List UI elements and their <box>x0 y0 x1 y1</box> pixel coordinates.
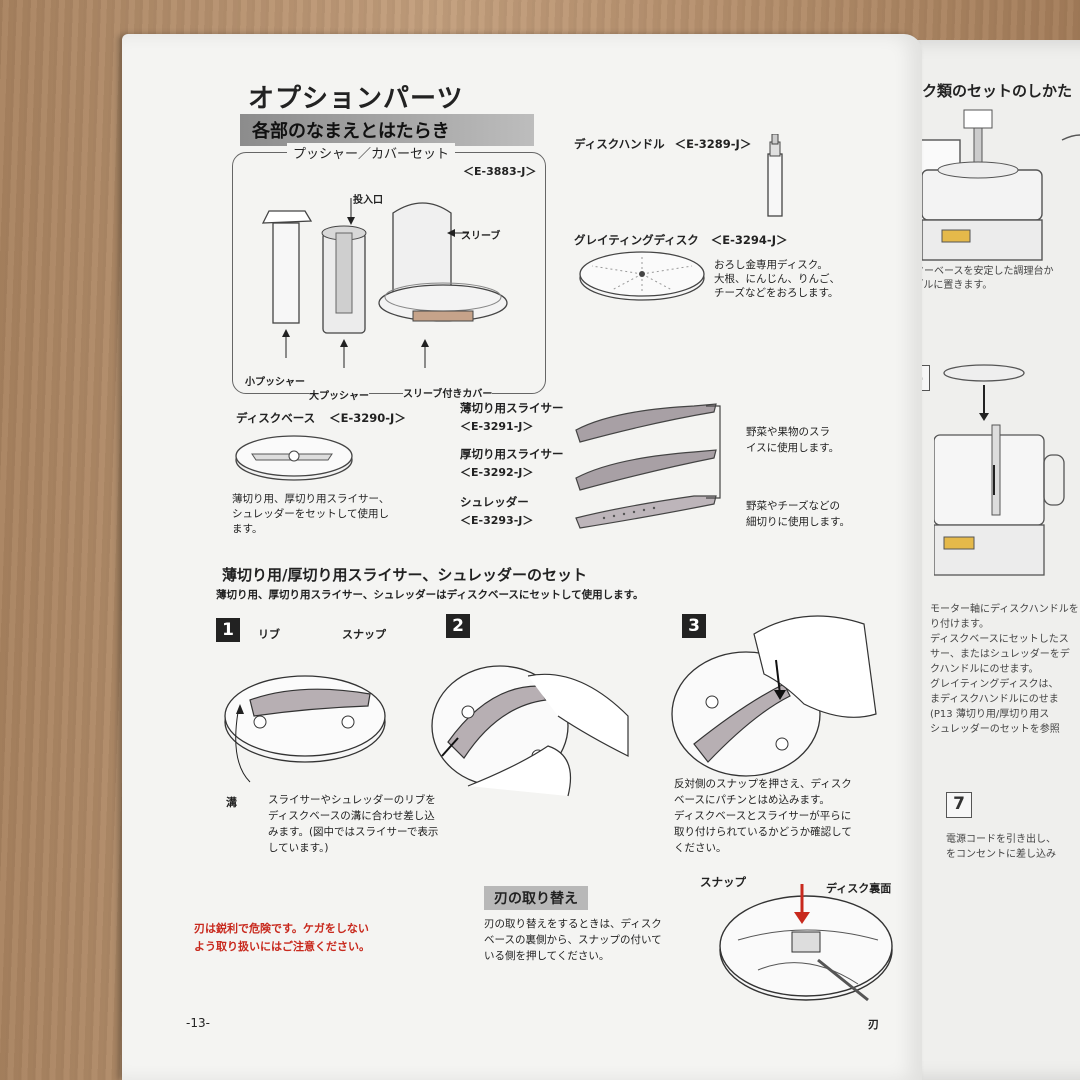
slicer-use-line: イスに使用します。 <box>746 442 840 454</box>
step-1-text-line: みます。(図中ではスライサーで表示 <box>268 826 439 838</box>
grating-disk-desc-line: おろし金専用ディスク。 <box>714 259 828 271</box>
page-number: -13- <box>186 1016 210 1030</box>
step-1-text-line: モーターベースを安定した調理台か <box>894 266 1054 277</box>
grating-disk-desc-line: チーズなどをおろします。 <box>714 287 839 299</box>
step-1-text: スライサーやシュレッダーのリブを ディスクベースの溝に合わせ差し込 みます。(図… <box>268 792 438 856</box>
pusher-box-code: ＜E-3883-J＞ <box>463 165 537 178</box>
blade-change-text-line: いる側を押してください。 <box>484 950 610 962</box>
step-1-text-line: しています。) <box>268 842 329 854</box>
disk-base-desc-line: 薄切り用、厚切り用スライサー、 <box>232 493 390 505</box>
step-7-number: 7 <box>946 792 972 818</box>
step-3-illustration <box>671 615 877 777</box>
step-2-number: 2 <box>446 614 470 638</box>
step-3-text-line: ディスクベースとスライサーが平らに <box>674 810 852 822</box>
sleeve-label: スリーブ <box>461 231 501 242</box>
step-3-number: 3 <box>682 614 706 638</box>
disk-handle-name: ディスクハンドル <box>574 137 665 151</box>
disk-base-name: ディスクベース <box>236 411 316 425</box>
large-pusher-label: 大プッシャー <box>309 387 369 402</box>
step-4-text-line: モーター軸にディスクハンドルを <box>930 604 1079 615</box>
blade-label: 刃 <box>868 1018 879 1031</box>
subtitle-banner: 各部のなまえとはたらき <box>240 114 534 146</box>
slicer-use-line: 野菜や果物のスラ <box>746 426 830 438</box>
disk-base-desc: 薄切り用、厚切り用スライサー、 シュレッダーをセットして使用し ます。 <box>232 492 389 537</box>
disk-base-illustration <box>235 435 353 481</box>
step-3-text-line: 反対側のスナップを押さえ、ディスク <box>674 778 852 790</box>
grating-disk-desc: おろし金専用ディスク。 大根、にんじん、りんご、 チーズなどをおろします。 <box>714 258 840 300</box>
blade-change-heading: 刃の取り替え <box>484 886 588 910</box>
disk-back-label: ディスク裏面 <box>826 882 892 895</box>
groove-label: 溝 <box>226 796 237 809</box>
warning-line: よう取り扱いにはご注意ください。 <box>194 940 370 953</box>
step-4-text-line: クハンドルにのせます。 <box>930 664 1039 675</box>
grating-disk-illustration <box>579 251 705 301</box>
grating-disk-code: ＜E-3294-J＞ <box>710 233 788 247</box>
section-subtitle: 薄切り用、厚切り用スライサー、シュレッダーはディスクベースにセットして使用します… <box>216 589 644 601</box>
page-title: オプションパーツ <box>248 84 464 114</box>
shredder-use-line: 細切りに使用します。 <box>746 516 850 528</box>
slicer-use-text: 野菜や果物のスラ イスに使用します。 <box>746 424 839 456</box>
sleeve-cover-label: スリーブ付きカバー <box>403 385 493 400</box>
disk-handle-illustration <box>767 134 783 217</box>
inlet-label: 投入口 <box>353 195 383 206</box>
step-1-text-line: スライサーやシュレッダーのリブを <box>268 794 436 806</box>
step-1-text-line: テーブルに置きます。 <box>894 280 993 291</box>
step-4-text-line: ディスクベースにセットしたス <box>930 634 1069 645</box>
step-3-text-line: 取り付けられているかどうか確認して <box>674 826 852 838</box>
blade-change-text: 刃の取り替えをするときは、ディスク ベースの裏側から、スナップの付いて いる側を… <box>484 916 662 964</box>
right-page-title: ディスク類のセットのしかた <box>878 82 1072 100</box>
step-7-text-line: 電源コードを引き出し、 <box>946 834 1056 845</box>
shredder-use-text: 野菜やチーズなどの 細切りに使用します。 <box>746 498 850 530</box>
step-1-text: モーターベースを安定した調理台か テーブルに置きます。 <box>894 265 1054 293</box>
step-4-text-line: り付けます。 <box>930 619 989 630</box>
snap-label-2: スナップ <box>700 875 746 889</box>
disk-base-desc-line: ます。 <box>232 523 263 535</box>
thin-slicer-code: ＜E-3291-J＞ <box>460 420 534 433</box>
pusher-cover-set-box: プッシャー／カバーセット ＜E-3883-J＞ 投入口 スリーブ <box>232 143 546 402</box>
slicers-illustration <box>575 403 717 529</box>
step-1-illustration <box>224 675 386 783</box>
shredder-code: ＜E-3293-J＞ <box>460 514 534 527</box>
pusher-box-title: プッシャー／カバーセット <box>287 143 456 162</box>
step-7-text-line: をコンセントに差し込み <box>946 849 1056 860</box>
step-4-text-line: まディスクハンドルにのせま <box>930 694 1059 705</box>
warning-text: 刃は鋭利で危険です。ケガをしない よう取り扱いにはご注意ください。 <box>194 920 370 956</box>
step-1-text-line: ディスクベースの溝に合わせ差し込 <box>268 810 435 822</box>
step-2-illustration <box>431 665 629 797</box>
disk-base-code: ＜E-3290-J＞ <box>329 411 406 425</box>
disk-back-illustration <box>719 884 893 1002</box>
thin-slicer-name: 薄切り用スライサー <box>460 401 564 415</box>
blade-change-text-line: ベースの裏側から、スナップの付いて <box>484 934 662 946</box>
slicer-bracket <box>706 405 721 499</box>
rib-label: リブ <box>258 628 280 641</box>
snap-label: スナップ <box>342 628 386 641</box>
shredder-name: シュレッダー <box>460 495 529 509</box>
disk-base-desc-line: シュレッダーをセットして使用し <box>232 508 389 520</box>
thick-slicer-name: 厚切り用スライサー <box>460 447 564 461</box>
step-3-text-line: ください。 <box>674 842 727 854</box>
section-title: 薄切り用/厚切り用スライサー、シュレッダーのセット <box>222 566 588 584</box>
step-4-text-line: サー、またはシュレッダーをデ <box>930 649 1070 660</box>
step-1-number: 1 <box>216 618 240 642</box>
thick-slicer-code: ＜E-3292-J＞ <box>460 466 534 479</box>
pusher-cover-illustration <box>261 198 508 368</box>
disk-handle-code: ＜E-3289-J＞ <box>674 137 752 151</box>
small-pusher-label: 小プッシャー <box>245 377 305 388</box>
step-4-text-line: シュレッダーのセットを参照 <box>930 724 1060 735</box>
disk-assembly-illustration <box>934 364 1065 576</box>
grating-disk-desc-line: 大根、にんじん、りんご、 <box>714 273 840 285</box>
step-4-text-line: (P13 薄切り用/厚切り用ス <box>930 709 1050 720</box>
motor-base-illustration <box>919 109 1080 261</box>
step-3-text-line: ベースにパチンとはめ込みます。 <box>674 794 830 806</box>
blade-change-text-line: 刃の取り替えをするときは、ディスク <box>484 918 662 930</box>
step-7-text: 電源コードを引き出し、 をコンセントに差し込み <box>946 832 1056 862</box>
shredder-use-line: 野菜やチーズなどの <box>746 500 840 512</box>
step-4-text-line: グレイティングディスクは、 <box>930 679 1059 690</box>
step-3-text: 反対側のスナップを押さえ、ディスク ベースにパチンとはめ込みます。 ディスクベー… <box>674 776 852 856</box>
left-page: オプションパーツ 各部のなまえとはたらき プッシャー／カバーセット ＜E-388… <box>122 34 922 1080</box>
warning-line: 刃は鋭利で危険です。ケガをしない <box>194 922 369 935</box>
step-4-text: モーター軸にディスクハンドルを り付けます。 ディスクベースにセットしたス サー… <box>930 602 1080 737</box>
grating-disk-name: グレイティングディスク <box>574 233 699 247</box>
